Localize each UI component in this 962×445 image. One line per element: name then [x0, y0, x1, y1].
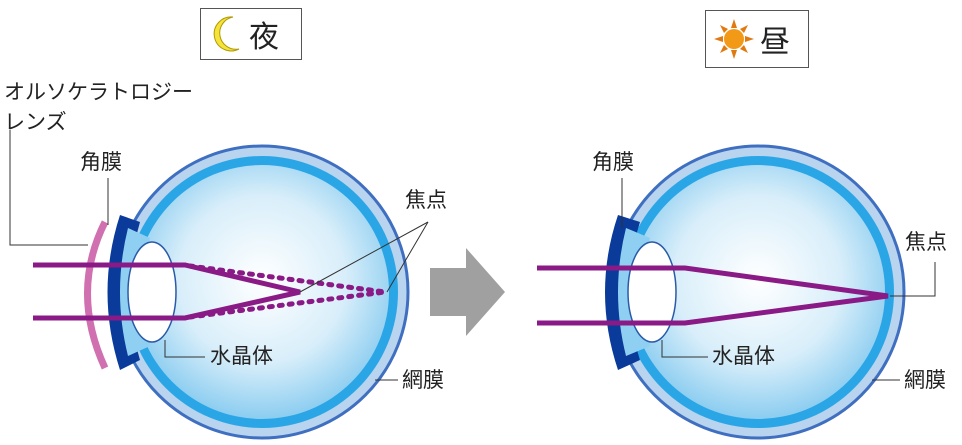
- right-retina-label: 網膜: [904, 368, 946, 392]
- right-focus-label: 焦点: [905, 230, 947, 254]
- left-eye: [9, 130, 429, 440]
- night-badge: 夜: [200, 8, 302, 60]
- day-label: 昼: [760, 25, 790, 60]
- crystalline-lens: [127, 241, 177, 343]
- left-focus-label: 焦点: [405, 188, 447, 212]
- right-crystalline-label: 水晶体: [712, 344, 775, 368]
- sun-icon: [714, 19, 754, 59]
- moon-icon: [213, 16, 240, 52]
- right-eye: [537, 144, 936, 440]
- left-retina-label: 網膜: [402, 368, 444, 392]
- ortho-k-lens: [84, 220, 109, 370]
- ortho-k-label-2: レンズ: [4, 110, 67, 134]
- ortho-k-label: オルソケラトロジー: [4, 80, 193, 104]
- day-badge: 昼: [705, 10, 809, 68]
- left-cornea-label: 角膜: [80, 150, 122, 174]
- arrow-icon: [430, 248, 505, 336]
- night-label: 夜: [249, 20, 279, 55]
- left-crystalline-label: 水晶体: [210, 344, 273, 368]
- right-cornea-label: 角膜: [592, 150, 634, 174]
